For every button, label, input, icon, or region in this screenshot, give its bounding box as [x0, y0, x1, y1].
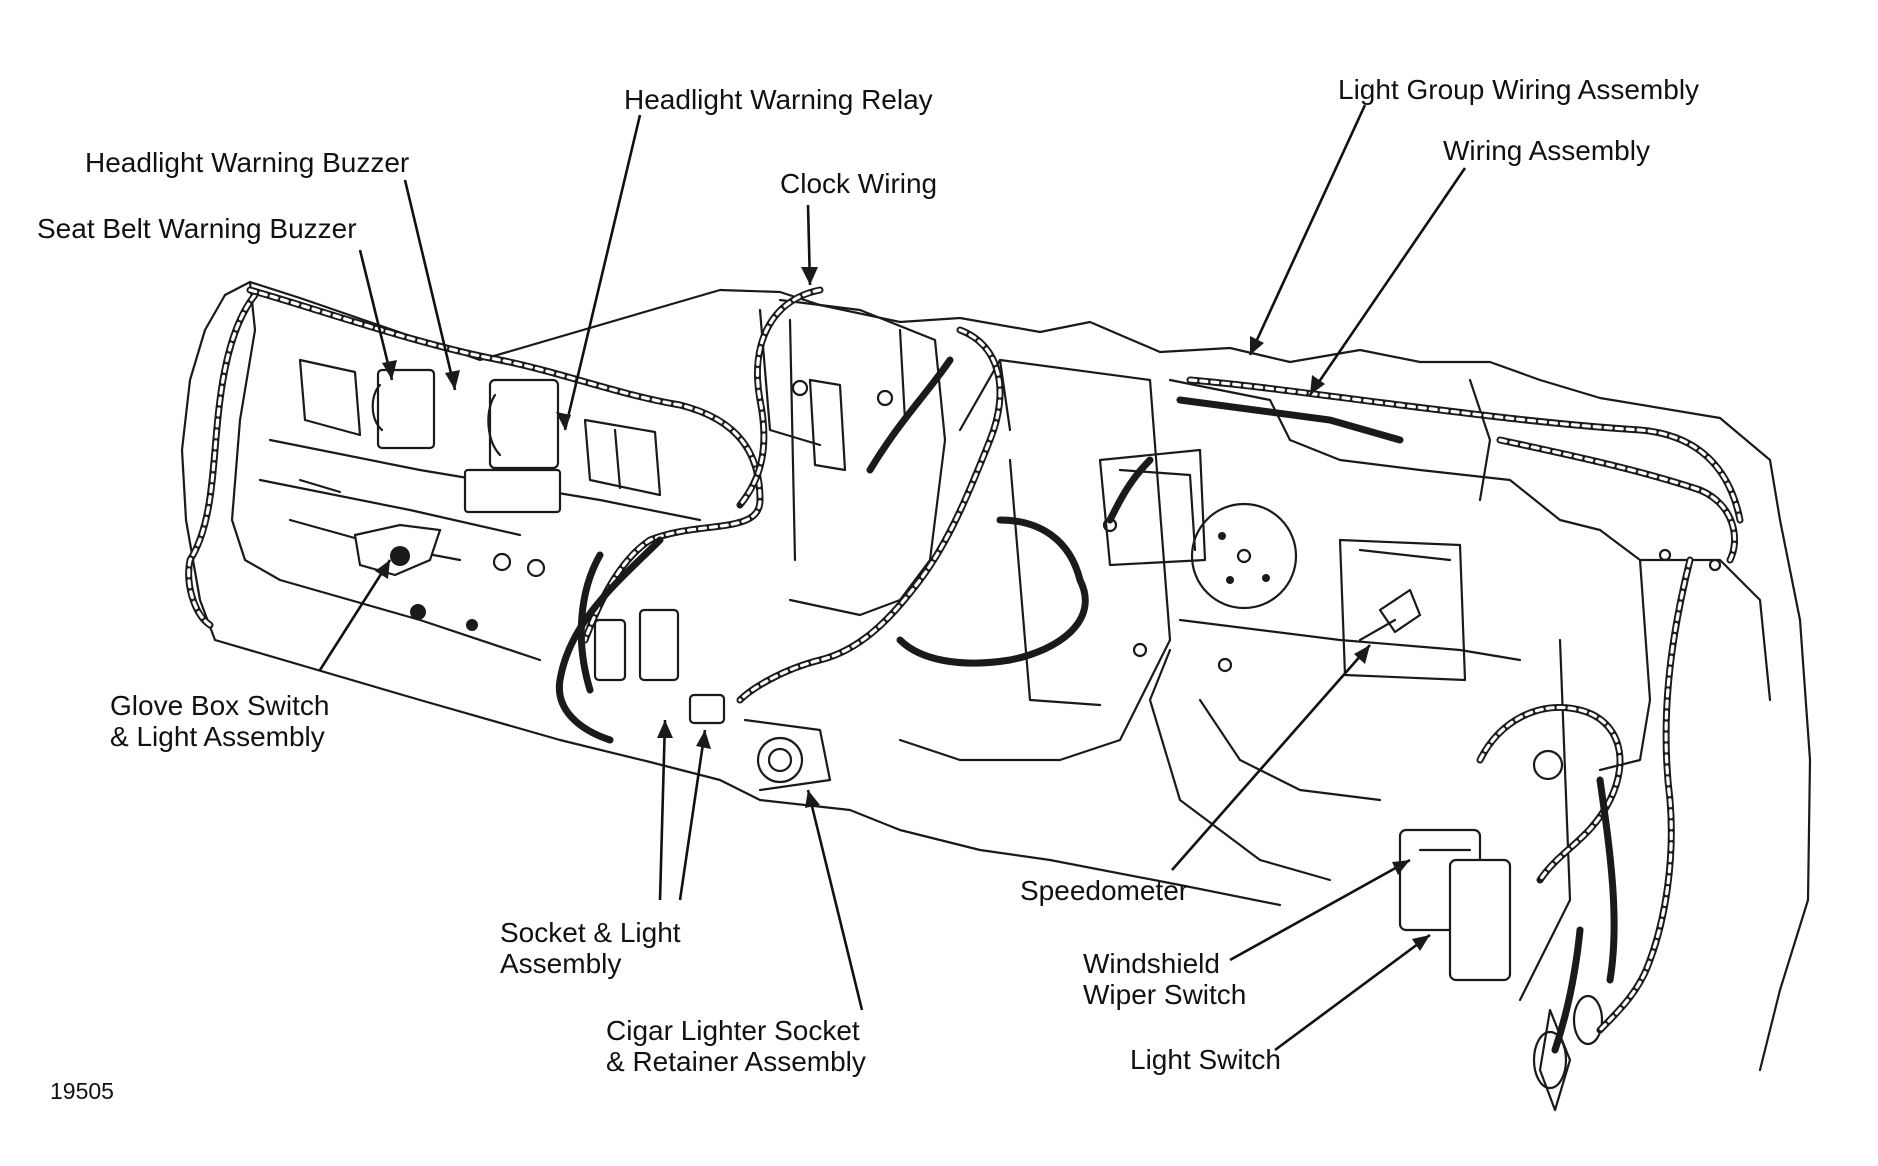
cigar-lighter-socket-label: Cigar Lighter Socket & Retainer Assembly: [606, 1015, 866, 1077]
wiring-assembly-label: Wiring Assembly: [1443, 135, 1650, 166]
glove-box-switch-label: Glove Box Switch & Light Assembly: [110, 690, 329, 752]
headlight-warning-buzzer-label: Headlight Warning Buzzer: [85, 147, 410, 178]
headlight-warning-relay-label: Headlight Warning Relay: [624, 84, 933, 115]
windshield-wiper-switch-label-line2: Wiper Switch: [1083, 979, 1247, 1010]
clock-wiring-label: Clock Wiring: [780, 168, 938, 199]
glove-box-switch-label-line1: Glove Box Switch: [110, 690, 330, 721]
seat-belt-warning-buzzer-label: Seat Belt Warning Buzzer: [37, 213, 357, 244]
instrument-panel-drawing: [180, 280, 1812, 1112]
wiring-harness: [185, 286, 1744, 1054]
windshield-wiper-switch-label: Windshield Wiper Switch: [1083, 948, 1246, 1010]
leader-lines: [318, 104, 1467, 1052]
cigar-lighter-socket-label-line2: & Retainer Assembly: [606, 1046, 866, 1077]
light-group-wiring-assembly-label: Light Group Wiring Assembly: [1338, 74, 1700, 105]
light-switch-label: Light Switch: [1130, 1044, 1281, 1075]
glove-box-switch-label-line2: & Light Assembly: [110, 721, 325, 752]
socket-light-assembly-label-line1: Socket & Light: [500, 917, 681, 948]
speedometer-label: Speedometer: [1020, 875, 1189, 906]
socket-light-assembly-label: Socket & Light Assembly: [500, 917, 681, 979]
windshield-wiper-switch-label-line1: Windshield: [1083, 948, 1220, 979]
cigar-lighter-socket-label-line1: Cigar Lighter Socket: [606, 1015, 860, 1046]
figure-number: 19505: [50, 1078, 114, 1104]
socket-light-assembly-label-line2: Assembly: [500, 948, 622, 979]
